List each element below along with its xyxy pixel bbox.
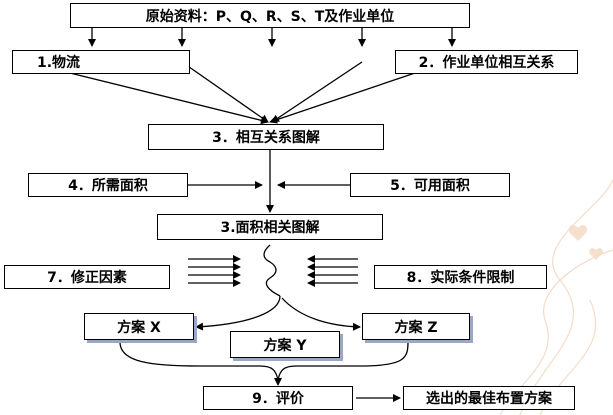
available-area-box: 5．可用面积 bbox=[350, 173, 510, 197]
plan-x-box: 方案 X bbox=[84, 313, 194, 340]
wavy-line bbox=[263, 244, 281, 297]
modifiers-box: 7．修正因素 bbox=[4, 265, 170, 289]
plan-z-box: 方案 Z bbox=[362, 313, 470, 340]
line-relations-to-relation bbox=[269, 72, 416, 124]
required-area-box: 4．所需面积 bbox=[28, 173, 188, 197]
branch-to-plan-z bbox=[281, 297, 361, 331]
result-box: 选出的最佳布置方案 bbox=[403, 386, 575, 410]
line-source-to-relation-2 bbox=[271, 61, 363, 123]
relations-box: 2．作业单位相互关系 bbox=[395, 50, 578, 74]
constraints-box: 8．实际条件限制 bbox=[374, 265, 547, 289]
evaluation-box: 9．评价 bbox=[203, 386, 353, 410]
source-data-box: 原始资料：P、Q、R、S、T及作业单位 bbox=[70, 3, 470, 28]
area-chart-box: 3.面积相关图解 bbox=[157, 214, 383, 240]
line-source-to-relation bbox=[181, 61, 269, 123]
relation-chart-box: 3．相互关系图解 bbox=[148, 124, 384, 150]
line-flow-to-relation bbox=[69, 72, 269, 125]
plan-y-box: 方案 Y bbox=[230, 331, 340, 358]
branch-to-plan-x bbox=[195, 295, 281, 331]
flow-box: 1.物流 bbox=[12, 50, 190, 74]
